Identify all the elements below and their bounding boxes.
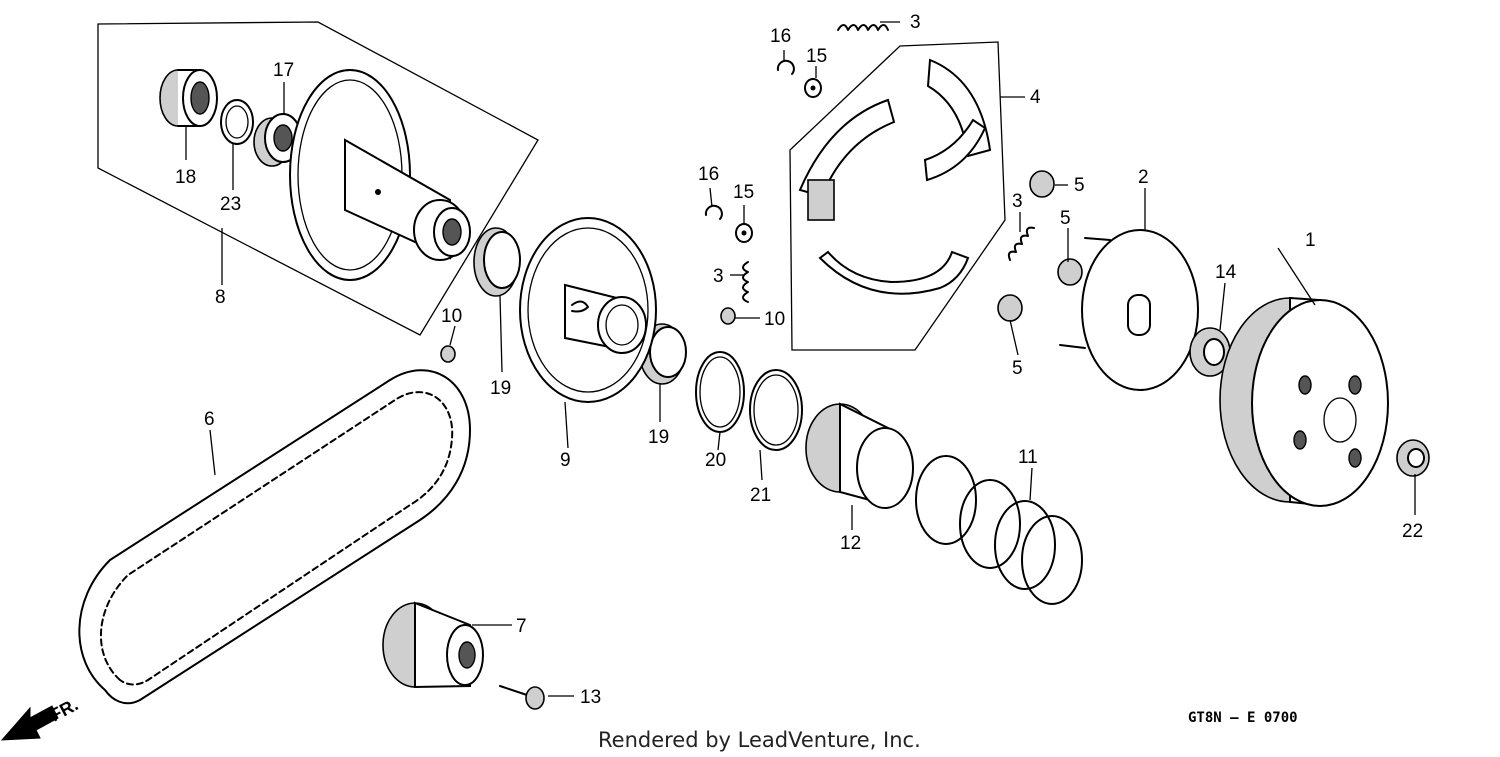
part-3-spring-middle[interactable] [742, 261, 749, 303]
callout-21: 21 [750, 485, 771, 506]
callout-17: 17 [273, 60, 294, 81]
callout-6: 6 [204, 409, 215, 430]
figure-code: GT8N – E 0700 [1188, 710, 1298, 726]
part-4-clutch-shoe-lower[interactable] [818, 250, 970, 295]
part-3-spring-right[interactable] [1007, 226, 1035, 261]
part-2-drive-plate[interactable] [1059, 229, 1199, 391]
callout-15-top: 15 [806, 46, 827, 67]
part-5-damper-a[interactable] [1029, 170, 1055, 198]
callout-1: 1 [1305, 230, 1316, 251]
part-10-nut-left[interactable] [440, 345, 456, 363]
callout-15-middle: 15 [733, 182, 754, 203]
part-8-driven-face[interactable] [289, 69, 471, 281]
callout-10-left: 10 [441, 306, 462, 327]
part-19-seal-left[interactable] [473, 227, 521, 297]
callout-22: 22 [1402, 521, 1423, 542]
part-9-movable-driven-face[interactable] [519, 217, 657, 403]
callout-5-c: 5 [1012, 358, 1023, 379]
callout-4: 4 [1030, 87, 1041, 108]
part-15-washer-top[interactable] [804, 78, 822, 98]
callout-8: 8 [215, 287, 226, 308]
callout-7: 7 [516, 616, 527, 637]
part-4-clutch-shoe-left[interactable] [798, 98, 896, 221]
part-5-damper-b[interactable] [1057, 258, 1083, 286]
callout-23: 23 [220, 194, 241, 215]
part-16-clip-middle[interactable] [704, 204, 723, 220]
callout-labels: 1 2 3 3 3 3 4 5 5 5 5 6 7 8 9 10 10 11 1… [175, 12, 1423, 708]
callout-3-right: 3 [1012, 191, 1023, 212]
part-22-nut[interactable] [1396, 439, 1430, 477]
part-10-nut-right[interactable] [720, 307, 736, 325]
assembly-4-outline [789, 41, 1006, 351]
callout-11: 11 [1018, 447, 1038, 468]
callout-16-middle: 16 [698, 164, 719, 185]
callout-12: 12 [840, 533, 861, 554]
part-4-clutch-shoe-upper[interactable] [923, 58, 992, 182]
callout-9: 9 [560, 450, 571, 471]
callout-5-a: 5 [1074, 175, 1085, 196]
part-23-circlip[interactable] [220, 99, 254, 145]
callout-2: 2 [1138, 167, 1149, 188]
part-7-pulley[interactable] [382, 601, 484, 689]
leader-lines [185, 21, 1416, 697]
callout-5-b: 5 [1060, 208, 1071, 229]
credit-text: Rendered by LeadVenture, Inc. [598, 728, 921, 752]
part-12-seal-collar[interactable] [805, 402, 914, 509]
assembly-8-outline [97, 21, 539, 336]
callout-3-middle: 3 [713, 266, 724, 287]
part-3-spring-top[interactable] [837, 24, 889, 31]
part-20-o-ring[interactable] [695, 351, 745, 433]
part-18-needle-bearing[interactable] [159, 69, 218, 127]
part-1-clutch-outer[interactable] [1219, 296, 1389, 507]
arrow-icon [0, 705, 59, 741]
part-16-clip-top[interactable] [776, 59, 795, 75]
callout-18: 18 [175, 167, 196, 188]
part-6-drive-belt[interactable] [78, 369, 471, 705]
callout-14: 14 [1215, 262, 1237, 283]
part-11-spring[interactable] [915, 455, 1083, 605]
callout-3-top: 3 [910, 12, 921, 33]
part-21-o-ring[interactable] [749, 369, 803, 451]
callout-13: 13 [580, 687, 601, 708]
part-5-damper-c[interactable] [997, 294, 1023, 322]
callout-20: 20 [705, 450, 726, 471]
callout-10-right: 10 [764, 309, 785, 330]
callout-19-left: 19 [490, 378, 511, 399]
part-13-bolt[interactable] [499, 685, 545, 710]
callout-16-top: 16 [770, 26, 791, 47]
part-15-washer-middle[interactable] [735, 223, 753, 243]
callout-19-right: 19 [648, 427, 669, 448]
front-direction-arrow: FR. [0, 694, 81, 741]
